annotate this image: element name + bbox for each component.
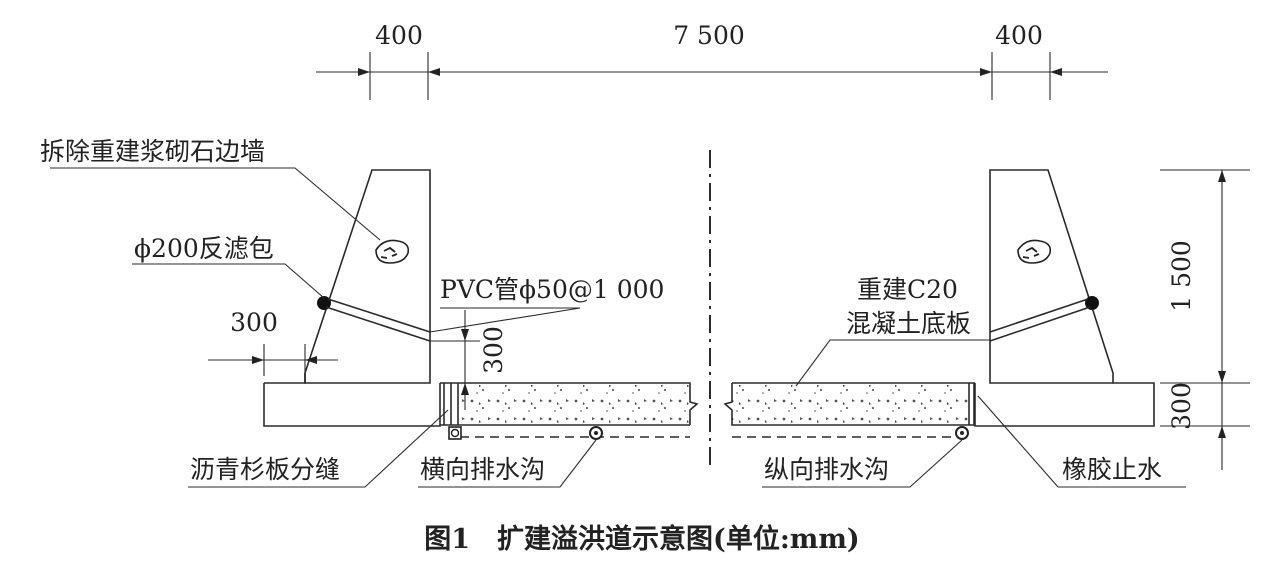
right-stone-detail [1022,246,1040,259]
dim-right-wall-top: 400 [995,21,1043,50]
left-stone-icon [375,239,410,264]
right-slab [723,382,975,440]
pipe-dimension: 300 [430,310,508,410]
left-slab [440,382,699,440]
right-wall [974,169,1155,427]
right-slab-outline [723,382,975,426]
label-transverse-drain: 横向排水沟 [420,455,545,484]
label-filter: ϕ200反滤包 [134,234,274,263]
label-longitudinal-drain: 纵向排水沟 [764,455,889,484]
dim-footing-offset: 300 [230,308,278,337]
leader-longitudinal [762,439,963,488]
right-pvc-pipe [989,298,1091,342]
leader-asphalt [188,409,449,488]
top-dimension: 400 7 500 400 [316,21,1108,100]
right-longitudinal-drain-core [960,431,964,435]
dim-pipe-height: 300 [479,326,508,374]
leader-rubber [977,395,1186,488]
left-filter-bag [317,296,331,310]
label-slab-line1: 重建C20 [857,275,958,304]
left-drain-box [448,426,462,440]
leader-pvc [429,307,581,333]
left-slab-concrete [462,385,690,425]
left-wall-outline [304,169,431,384]
right-stone-icon [1017,239,1052,264]
left-wall [263,169,441,427]
left-footing [263,373,441,427]
left-drain-pipe [450,428,460,438]
label-rubber-waterstop: 橡胶止水 [1062,455,1162,484]
right-filter-bag [1085,296,1099,310]
label-asphalt-joint: 沥青杉板分缝 [190,455,340,484]
label-slab-line2: 混凝土底板 [846,309,971,338]
figure-caption: 图1 扩建溢洪道示意图(单位:mm) [424,523,859,555]
leader-wall [50,167,381,241]
leaders [50,167,1186,488]
label-wall: 拆除重建浆砌石边墙 [40,137,265,166]
right-footing [974,382,1155,427]
leader-slab [795,339,990,387]
right-slab-concrete [732,385,968,425]
left-stone-detail [380,246,398,259]
dim-channel-width: 7 500 [673,21,745,50]
leader-filter [132,263,325,299]
label-pvc: PVC管ϕ50@1 000 [440,275,664,304]
footing-dimension: 300 [208,308,338,376]
left-pvc-pipe [325,298,431,342]
dim-slab-thickness: 300 [1167,382,1196,430]
dim-wall-height: 1 500 [1167,240,1196,312]
right-dimension: 1 500 300 [1160,169,1250,470]
left-transverse-drain-core [594,431,598,435]
dim-left-wall-top: 400 [375,21,423,50]
left-slab-outline [440,382,699,425]
leader-transverse [418,439,597,488]
right-wall-outline [989,169,1114,384]
